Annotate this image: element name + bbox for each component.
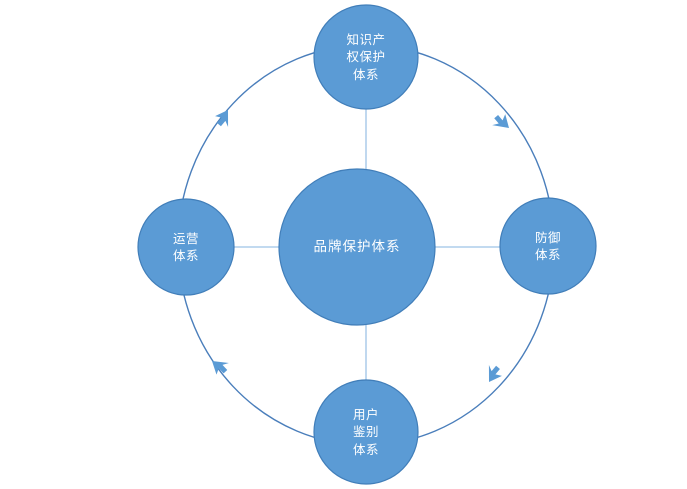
arrow-bottom-right-icon xyxy=(488,364,502,382)
node-center-circle[interactable] xyxy=(278,168,436,326)
node-top-circle[interactable] xyxy=(313,4,419,110)
arrow-top-right-icon xyxy=(492,114,509,128)
ring-arrowheads xyxy=(212,110,509,382)
spokes xyxy=(234,108,500,381)
node-bottom-circle[interactable] xyxy=(313,379,419,485)
node-right-circle[interactable] xyxy=(499,197,597,295)
arrow-top-left-icon xyxy=(215,110,229,128)
arrow-bottom-left-icon xyxy=(212,361,229,375)
node-left-circle[interactable] xyxy=(137,198,235,296)
